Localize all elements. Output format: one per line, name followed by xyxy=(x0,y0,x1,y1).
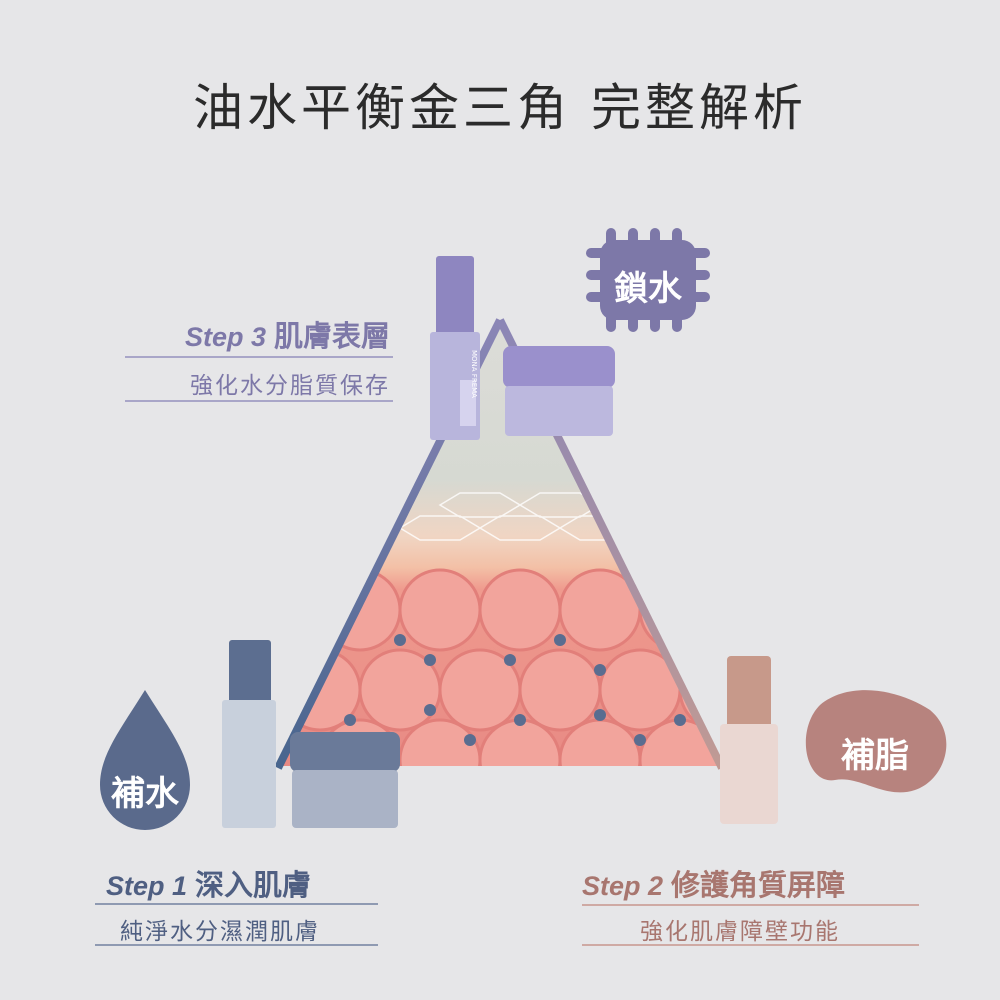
replenish-oil-badge: 補脂 xyxy=(841,736,909,776)
step3-label: Step 3 xyxy=(184,322,266,352)
step3-subtitle: 強化水分脂質保存 xyxy=(190,373,390,399)
brand-label: MONA FREMA xyxy=(470,350,478,398)
divider xyxy=(582,944,919,946)
lock-water-badge-shape xyxy=(586,228,710,332)
divider xyxy=(125,400,393,402)
step1-label: Step 1 xyxy=(106,871,188,901)
divider xyxy=(95,944,378,946)
divider xyxy=(582,904,919,906)
hydrate-badge: 補水 xyxy=(111,774,179,814)
step2-subtitle: 強化肌膚障壁功能 xyxy=(640,919,840,945)
step1-subtitle: 純淨水分濕潤肌膚 xyxy=(120,919,320,945)
oil-blob-icon xyxy=(805,690,947,793)
step2-heading: 修護角質屏障 xyxy=(671,868,846,902)
step1-cream-jar xyxy=(290,732,400,828)
lock-water-badge: 鎖水 xyxy=(614,269,682,309)
divider xyxy=(125,356,393,358)
step1-serum-bottle xyxy=(222,640,276,828)
divider xyxy=(95,903,378,905)
step2-serum-bottle xyxy=(720,656,778,824)
step2-label: Step 2 xyxy=(582,871,664,901)
water-drop-icon xyxy=(100,690,190,830)
step1-heading: 深入肌膚 xyxy=(195,868,312,902)
step3-serum-bottle xyxy=(430,256,480,440)
step3-cream-jar xyxy=(503,346,615,436)
page-title: 油水平衡金三角 完整解析 xyxy=(193,79,807,137)
step3-heading: 肌膚表層 xyxy=(273,319,390,353)
